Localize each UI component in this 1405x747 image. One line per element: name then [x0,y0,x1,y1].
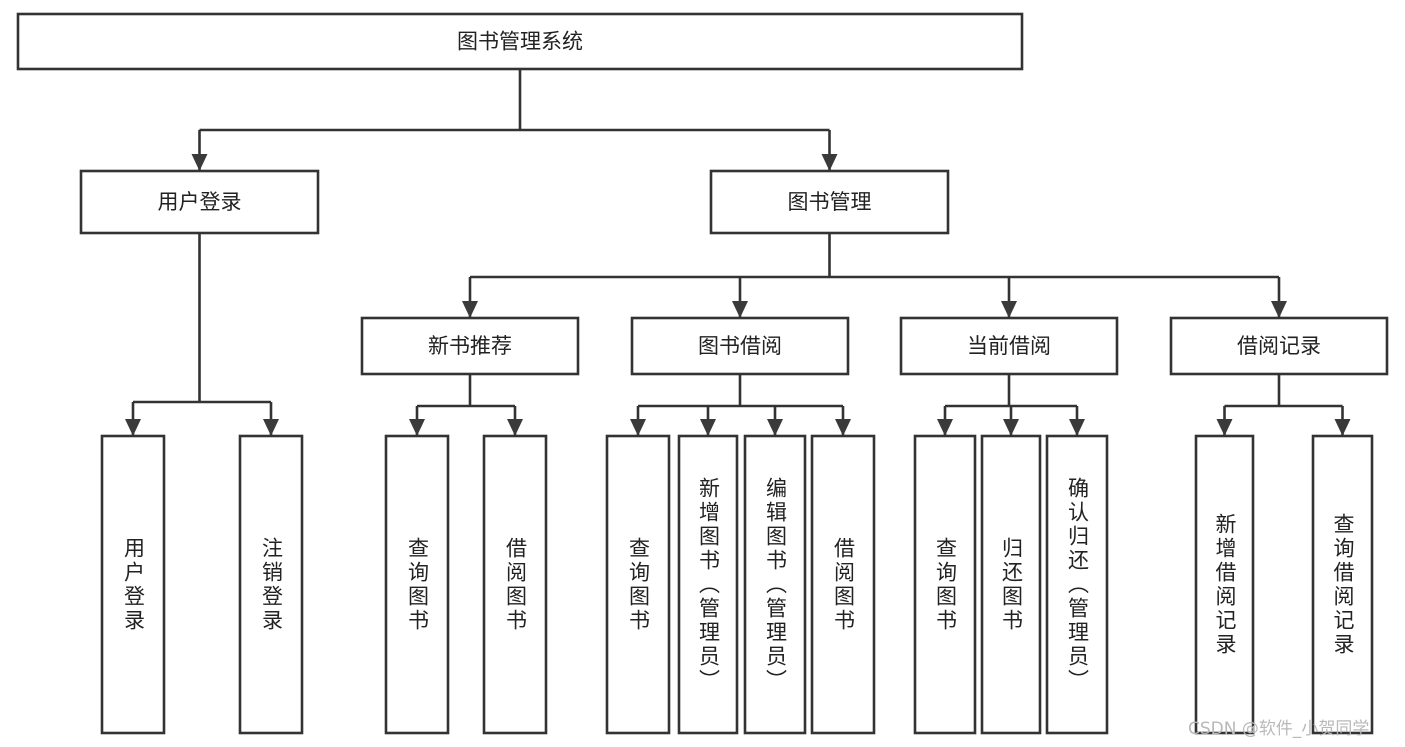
arrow-head-icon-leaf-add-record [1216,419,1233,436]
arrow-head-icon-leaf-add-book [700,419,716,436]
node-box-leaf-borrow-book-rec [482,434,548,735]
arrow-head-icon-borrow-record [1271,301,1287,318]
csdn-watermark: CSDN @软件_小贺同学 [1188,719,1370,739]
arrow-head-icon-leaf-borrow-book-bor [835,419,851,436]
node-label-user-login: 用户登录 [158,190,242,214]
node-label-new-book-rec: 新书推荐 [428,334,512,358]
node-box-leaf-edit-book [743,434,807,735]
node-box-user-login [79,169,320,235]
arrow-head-icon-user-login [191,154,208,171]
node-box-book-borrow [630,316,850,376]
node-box-leaf-user-logout [238,434,304,735]
arrow-head-icon-leaf-query-record [1334,419,1351,436]
arrow-head-icon-book-borrow [732,301,748,318]
node-label-book-borrow: 图书借阅 [698,334,782,358]
node-box-leaf-user-login [100,434,166,735]
arrow-head-icon-leaf-query-book-bor [630,419,646,436]
connectors-layer [125,69,1351,436]
arrow-head-icon-leaf-edit-book [767,419,783,436]
node-box-leaf-borrow-book-bor [810,434,876,735]
boxes-layer [16,12,1389,735]
node-box-leaf-add-book [677,434,739,735]
arrow-head-icon-leaf-user-logout [263,419,279,436]
node-box-leaf-return-book [980,434,1042,735]
node-label-current-borrow: 当前借阅 [967,334,1051,358]
arrow-head-icon-leaf-return-book [1003,419,1019,436]
arrow-head-icon-leaf-borrow-book-rec [507,419,523,436]
node-box-borrow-record [1169,316,1389,376]
node-box-leaf-query-record [1311,434,1374,735]
node-box-leaf-confirm-return [1045,434,1109,735]
node-label-borrow-record: 借阅记录 [1237,334,1321,358]
arrow-head-icon-leaf-query-book-rec [409,419,425,436]
node-box-leaf-add-record [1194,434,1255,735]
arrow-head-icon-new-book-rec [462,301,478,318]
node-box-book-manage [709,169,950,235]
arrow-head-icon-leaf-user-login [125,419,141,436]
node-label-root: 图书管理系统 [457,30,583,54]
node-label-book-manage: 图书管理 [788,190,872,214]
arrow-head-icon-leaf-query-book-cur [937,419,953,436]
node-box-current-borrow [899,316,1119,376]
arrow-head-icon-current-borrow [1001,301,1017,318]
arrow-head-icon-book-manage [821,154,838,171]
arrow-head-icon-leaf-confirm-return [1069,419,1085,436]
node-box-root [16,12,1024,71]
node-box-leaf-query-book-bor [605,434,671,735]
node-box-leaf-query-book-rec [384,434,450,735]
node-box-new-book-rec [360,316,580,376]
node-box-leaf-query-book-cur [913,434,977,735]
